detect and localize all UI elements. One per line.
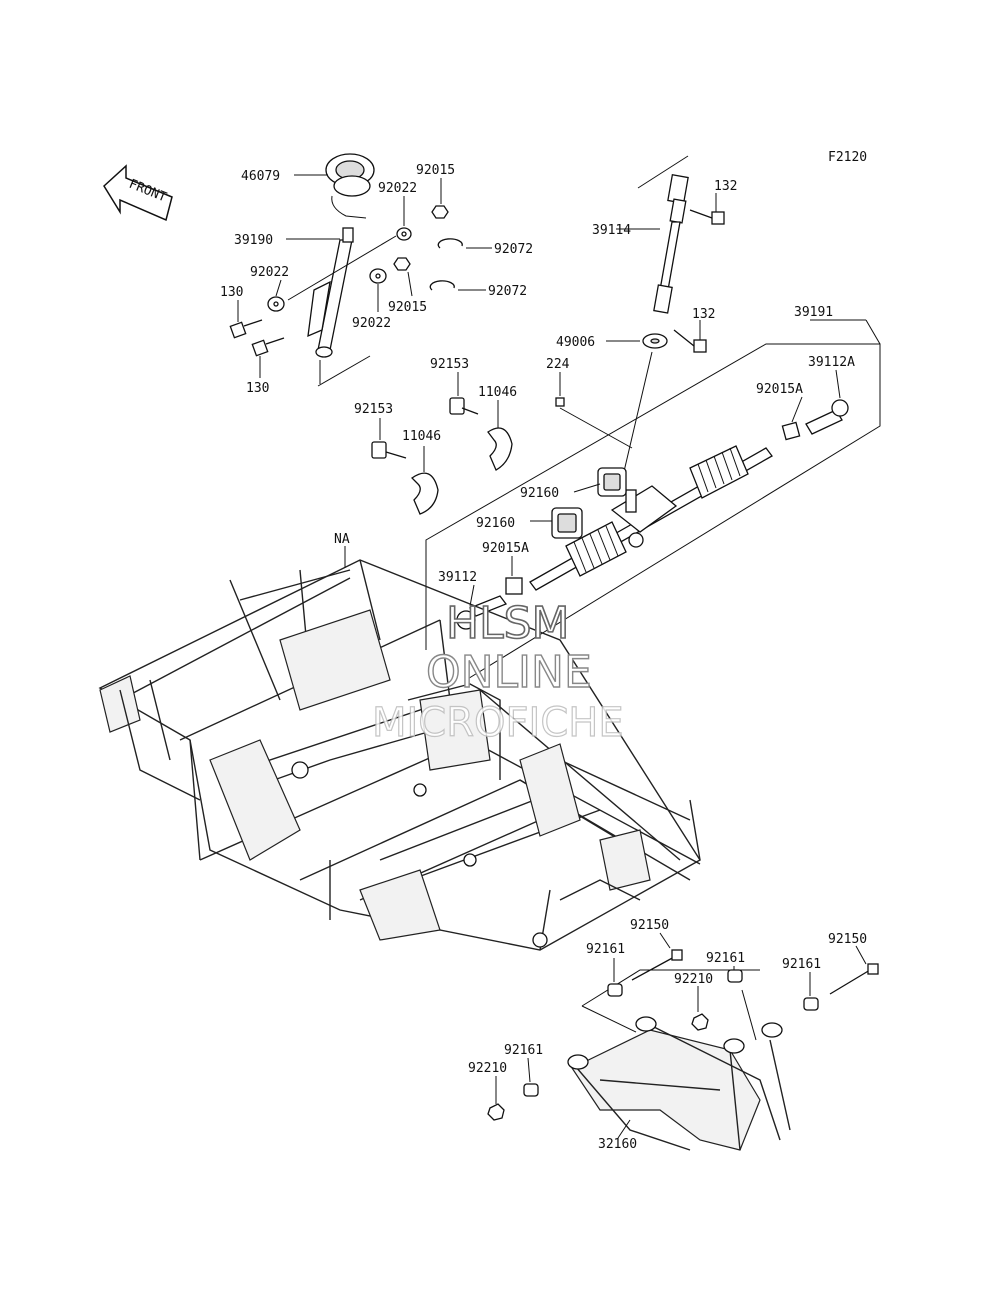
part-label-92022-b: 92022 [250,265,289,280]
watermark-line-2: ONLINE [426,647,592,698]
part-label-39112A: 39112A [808,355,855,370]
part-label-49006: 49006 [556,335,595,350]
frame-label-NA: NA [334,532,350,547]
part-label-39112: 39112 [438,570,477,585]
bracket-group [371,372,513,515]
part-label-92022-a: 92022 [378,181,417,196]
cross-member-group [487,932,879,1151]
part-label-39191: 39191 [794,305,833,320]
part-label-92210-b: 92210 [468,1061,507,1076]
part-label-92160-b: 92160 [476,516,515,531]
part-label-11046-a: 11046 [478,385,517,400]
part-label-92072-a: 92072 [494,242,533,257]
part-label-39190: 39190 [234,233,273,248]
part-label-132-a: 132 [714,179,737,194]
part-label-224: 224 [546,357,570,372]
part-label-92161-d: 92161 [504,1043,543,1058]
part-label-92161-b: 92161 [706,951,745,966]
part-label-92022-c: 92022 [352,316,391,331]
part-label-132-b: 132 [692,307,715,322]
part-label-92150-a: 92150 [630,918,669,933]
watermark-line-1: HLSM [446,598,570,649]
steering-rack-group [425,319,881,681]
part-label-92072-b: 92072 [488,284,527,299]
part-labels: 46079 39190 92022 92022 92022 92015 9201… [220,163,867,1152]
part-label-11046-b: 11046 [402,429,441,444]
part-label-92015-b: 92015 [388,300,427,315]
part-label-32160: 32160 [598,1137,637,1152]
part-label-92015A-a: 92015A [756,382,803,397]
part-label-92150-b: 92150 [828,932,867,947]
part-label-92161-c: 92161 [782,957,821,972]
part-label-46079: 46079 [241,169,280,184]
part-label-130-b: 130 [246,381,269,396]
figure-code: F2120 [828,150,867,165]
part-label-92161-a: 92161 [586,942,625,957]
main-frame [98,546,701,951]
part-label-92153-a: 92153 [430,357,469,372]
part-label-92015-a: 92015 [416,163,455,178]
watermark: HLSM ONLINE MICROFICHE [371,597,624,746]
part-label-92160-a: 92160 [520,486,559,501]
part-label-92210-a: 92210 [674,972,713,987]
part-label-39114: 39114 [592,223,631,238]
part-label-92153-b: 92153 [354,402,393,417]
part-label-130-a: 130 [220,285,243,300]
front-arrow-icon: FRONT [103,164,173,222]
watermark-line-3: MICROFICHE [372,700,624,746]
steering-column-group [229,153,492,387]
part-label-92015A-b: 92015A [482,541,529,556]
intermediate-shaft-group [606,155,725,481]
